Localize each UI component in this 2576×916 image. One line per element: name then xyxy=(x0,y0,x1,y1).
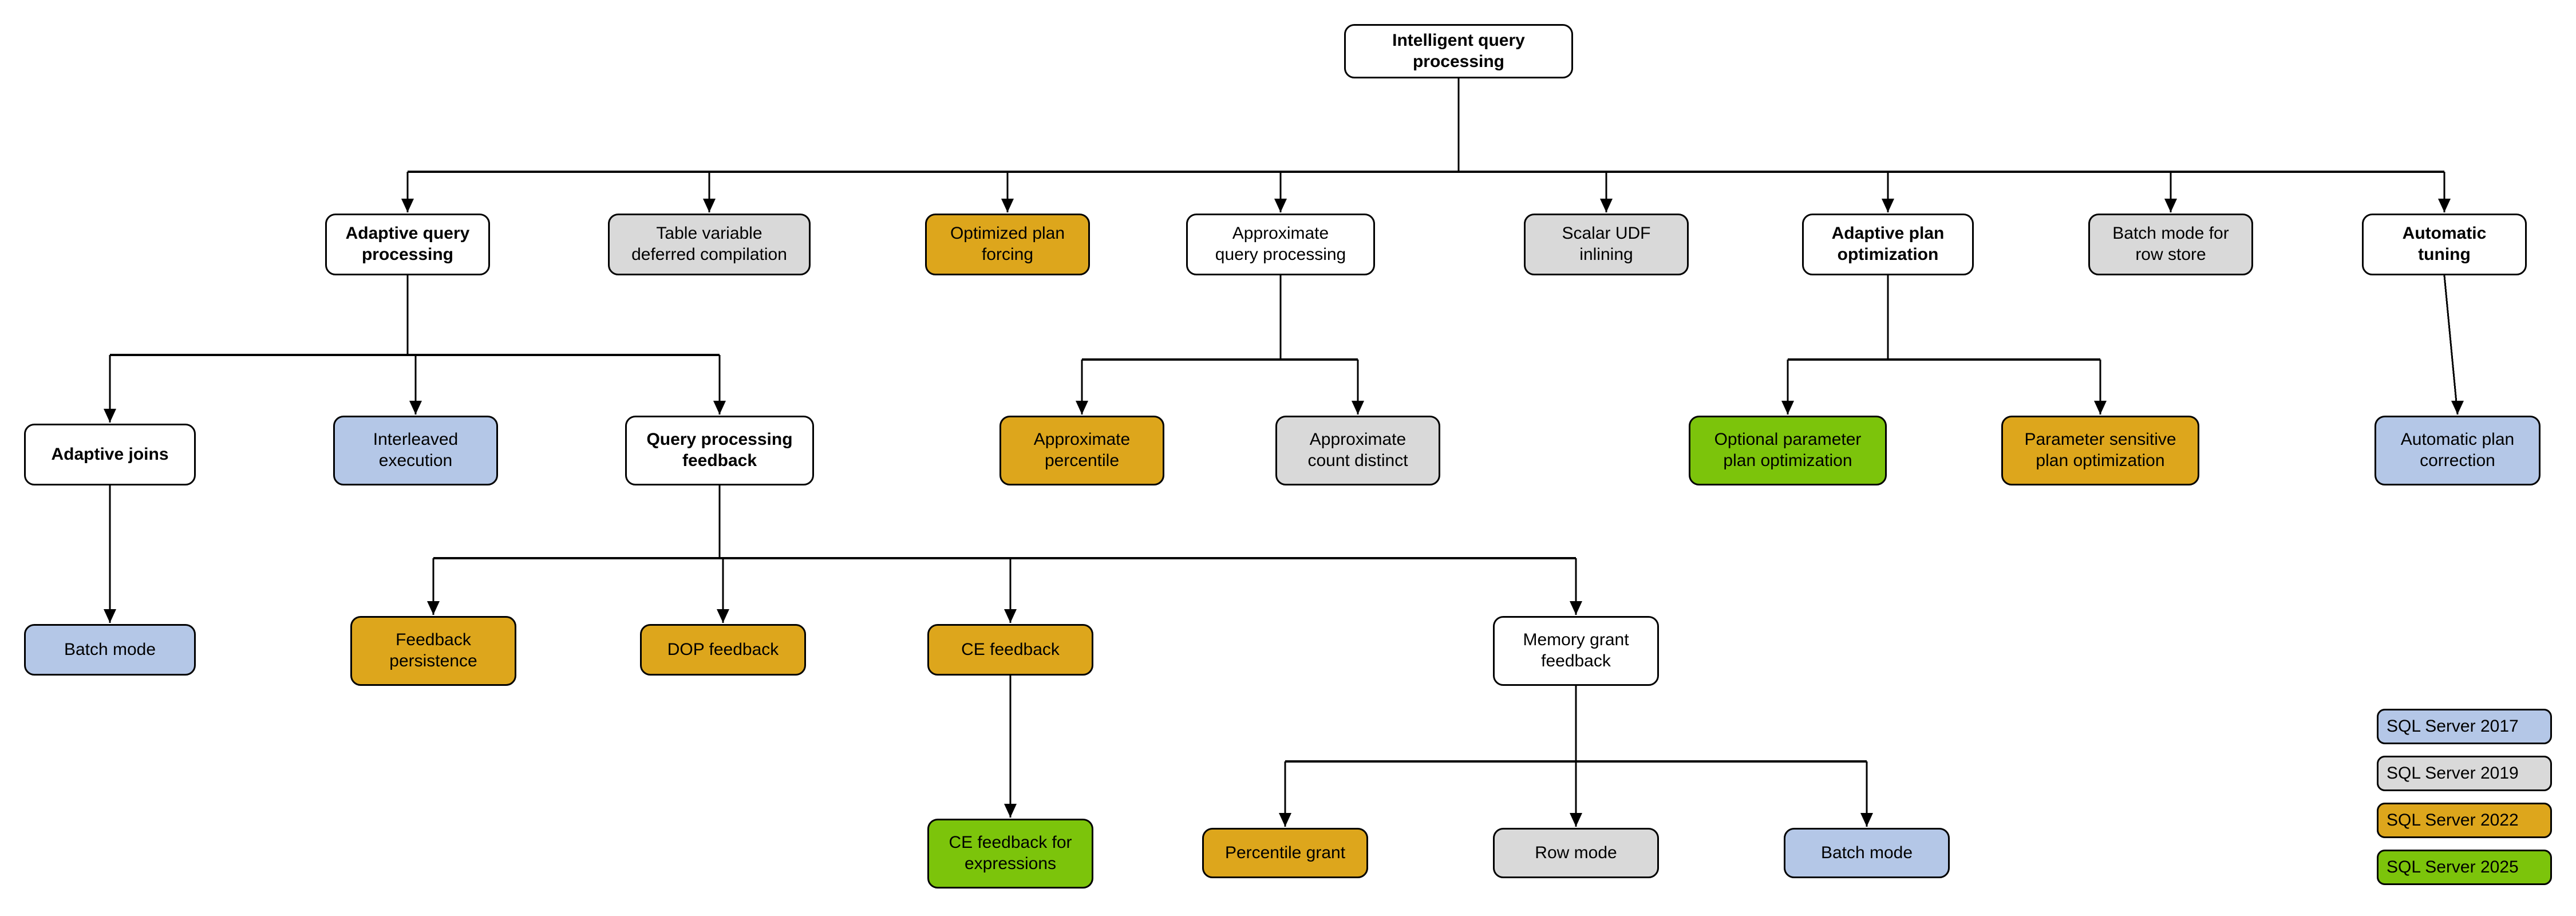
node-approximate-count-distinct[interactable]: Approximate count distinct xyxy=(1275,416,1440,485)
node-label: Feedback persistence xyxy=(389,630,477,670)
node-label: Memory grant feedback xyxy=(1523,630,1629,670)
node-label: Scalar UDF inlining xyxy=(1562,224,1651,264)
node-label: Query processing feedback xyxy=(646,430,793,470)
node-batch-mode-memory-grant[interactable]: Batch mode xyxy=(1784,828,1950,878)
node-label: Parameter sensitive plan optimization xyxy=(2024,430,2176,470)
node-label: Optional parameter plan optimization xyxy=(1714,430,1862,470)
node-label: CE feedback xyxy=(961,639,1060,659)
node-label: Row mode xyxy=(1535,843,1617,862)
node-scalar-udf-inlining[interactable]: Scalar UDF inlining xyxy=(1524,214,1689,275)
node-row-mode[interactable]: Row mode xyxy=(1493,828,1659,878)
node-percentile-grant[interactable]: Percentile grant xyxy=(1202,828,1368,878)
legend-label: SQL Server 2019 xyxy=(2387,764,2519,783)
node-ce-feedback[interactable]: CE feedback xyxy=(927,624,1093,676)
node-parameter-sensitive-plan-optimization[interactable]: Parameter sensitive plan optimization xyxy=(2001,416,2199,485)
node-ce-feedback-for-expressions[interactable]: CE feedback for expressions xyxy=(927,819,1093,889)
node-label: Adaptive plan optimization xyxy=(1831,224,1945,264)
node-label: Batch mode for row store xyxy=(2112,224,2229,264)
node-label: DOP feedback xyxy=(667,639,779,659)
node-dop-feedback[interactable]: DOP feedback xyxy=(640,624,806,676)
legend-label: SQL Server 2022 xyxy=(2387,811,2519,830)
node-label: CE feedback for expressions xyxy=(949,833,1072,873)
node-label: Approximate percentile xyxy=(1033,430,1131,470)
node-automatic-plan-correction[interactable]: Automatic plan correction xyxy=(2374,416,2541,485)
node-optional-parameter-plan-optimization[interactable]: Optional parameter plan optimization xyxy=(1689,416,1887,485)
node-memory-grant-feedback[interactable]: Memory grant feedback xyxy=(1493,616,1659,686)
node-batch-mode-for-row-store[interactable]: Batch mode for row store xyxy=(2088,214,2253,275)
node-label: Percentile grant xyxy=(1224,843,1346,862)
node-root[interactable]: Intelligent query processing xyxy=(1344,24,1573,78)
node-interleaved-execution[interactable]: Interleaved execution xyxy=(333,416,498,485)
node-adaptive-query-processing[interactable]: Adaptive query processing xyxy=(325,214,490,275)
node-label: Batch mode xyxy=(64,639,156,659)
node-label: Adaptive joins xyxy=(51,444,169,464)
legend-label: SQL Server 2017 xyxy=(2387,717,2519,736)
node-adaptive-plan-optimization[interactable]: Adaptive plan optimization xyxy=(1802,214,1974,275)
node-approximate-percentile[interactable]: Approximate percentile xyxy=(999,416,1164,485)
node-label: Adaptive query processing xyxy=(345,224,470,264)
node-label: Interleaved execution xyxy=(373,430,459,470)
node-label: Approximate query processing xyxy=(1215,224,1346,264)
legend-sql-server-2022: SQL Server 2022 xyxy=(2377,803,2552,838)
node-label: Intelligent query processing xyxy=(1392,30,1525,71)
legend-sql-server-2017: SQL Server 2017 xyxy=(2377,709,2552,744)
node-table-variable-deferred-compilation[interactable]: Table variable deferred compilation xyxy=(608,214,811,275)
legend-label: SQL Server 2025 xyxy=(2387,858,2519,876)
node-optimized-plan-forcing[interactable]: Optimized plan forcing xyxy=(925,214,1090,275)
node-label: Table variable deferred compilation xyxy=(631,224,787,264)
node-adaptive-joins[interactable]: Adaptive joins xyxy=(24,424,196,485)
node-label: Batch mode xyxy=(1820,843,1913,862)
node-batch-mode-adaptive-joins[interactable]: Batch mode xyxy=(24,624,196,676)
node-label: Automatic plan correction xyxy=(2400,430,2515,470)
node-label: Approximate count distinct xyxy=(1307,430,1408,470)
legend-sql-server-2025: SQL Server 2025 xyxy=(2377,850,2552,885)
node-query-processing-feedback[interactable]: Query processing feedback xyxy=(625,416,814,485)
node-approximate-query-processing[interactable]: Approximate query processing xyxy=(1186,214,1375,275)
legend-sql-server-2019: SQL Server 2019 xyxy=(2377,756,2552,791)
node-feedback-persistence[interactable]: Feedback persistence xyxy=(350,616,516,686)
node-label: Automatic tuning xyxy=(2402,224,2487,264)
node-label: Optimized plan forcing xyxy=(950,224,1065,264)
node-automatic-tuning[interactable]: Automatic tuning xyxy=(2362,214,2527,275)
